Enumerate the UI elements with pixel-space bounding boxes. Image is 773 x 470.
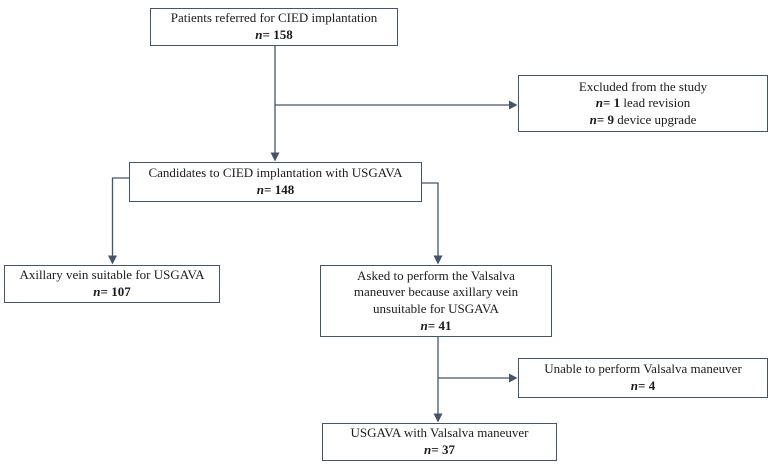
box-axillary-suitable-count: n= 107 [93, 284, 130, 301]
box-excluded: Excluded from the study n= 1 lead revisi… [518, 75, 768, 132]
n-value: = 148 [264, 182, 295, 197]
n-value: = 41 [427, 317, 452, 333]
box-patients-referred: Patients referred for CIED implantation … [150, 8, 398, 46]
box-valsalva-asked: Asked to perform the Valsalva maneuver b… [320, 265, 552, 337]
count-suffix: device upgrade [614, 111, 697, 127]
box-candidates-count: n= 148 [257, 182, 294, 199]
n-label: n [589, 111, 597, 127]
n-label: n [630, 378, 639, 393]
n-label: n [256, 182, 265, 197]
box-axillary-suitable: Axillary vein suitable for USGAVA n= 107 [4, 265, 220, 303]
n-value: = 158 [262, 27, 293, 42]
box-unable-valsalva: Unable to perform Valsalva maneuver n= 4 [518, 358, 768, 398]
box-unable-valsalva-count: n= 4 [631, 378, 655, 395]
box-patients-referred-count: n= 158 [255, 27, 292, 44]
box-excluded-title: Excluded from the study [578, 78, 708, 94]
arrowhead-right-excluded [509, 100, 518, 110]
arrowhead-down-valsalva [433, 255, 443, 265]
n-label: n [424, 442, 432, 457]
box-valsalva-asked-count: n= 41 [421, 318, 452, 335]
box-excluded-count-1: n= 1 lead revision [596, 95, 690, 112]
box-valsalva-asked-title: Asked to perform the Valsalva maneuver b… [353, 267, 519, 316]
box-candidates: Candidates to CIED implantation with USG… [129, 162, 422, 202]
box-usgava-with-valsalva-count: n= 37 [424, 442, 455, 459]
n-label: n [595, 95, 603, 111]
n-value: = 107 [100, 284, 131, 299]
arrowhead-down-candidates [270, 152, 280, 162]
box-usgava-with-valsalva: USGAVA with Valsalva maneuver n= 37 [322, 423, 557, 461]
box-axillary-suitable-title: Axillary vein suitable for USGAVA [19, 267, 205, 283]
n-label: n [420, 317, 428, 333]
box-patients-referred-title: Patients referred for CIED implantation [170, 10, 378, 26]
arrowhead-right-unable [509, 373, 518, 383]
box-excluded-count-2: n= 9 device upgrade [590, 112, 697, 129]
connector-candidates-to-suitable [111, 177, 129, 256]
box-usgava-with-valsalva-title: USGAVA with Valsalva maneuver [350, 425, 529, 441]
n-value: = 1 [603, 95, 621, 111]
n-label: n [255, 27, 263, 42]
box-candidates-title: Candidates to CIED implantation with USG… [148, 165, 403, 181]
box-unable-valsalva-title: Unable to perform Valsalva maneuver [544, 361, 742, 377]
n-value: = 4 [638, 378, 656, 393]
count-suffix: lead revision [620, 95, 691, 111]
n-value: = 37 [431, 442, 455, 457]
connector-candidates-to-valsalva [422, 182, 439, 256]
n-value: = 9 [596, 111, 615, 127]
arrowhead-down-suitable [108, 255, 117, 265]
arrowhead-down-final [433, 413, 443, 423]
n-label: n [93, 284, 101, 299]
